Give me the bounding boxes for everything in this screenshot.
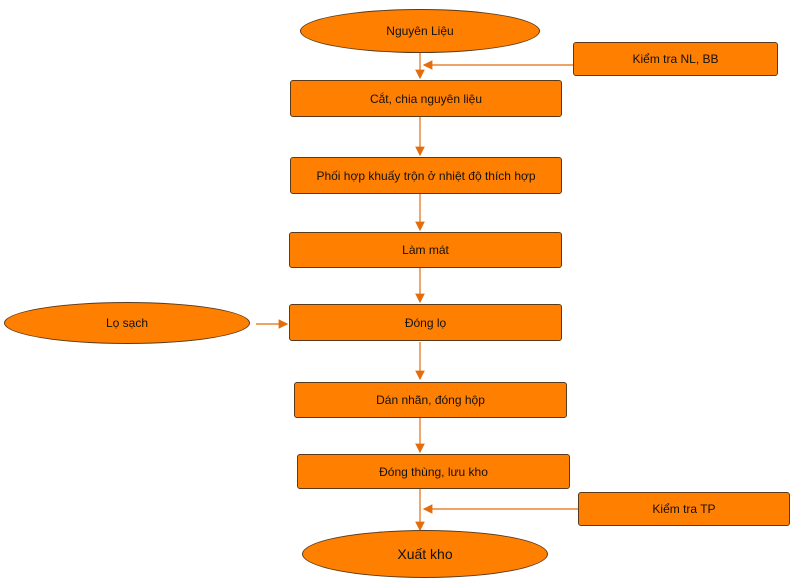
node-pack-label: Đóng thùng, lưu kho: [379, 464, 488, 479]
node-clean-jar-label: Lọ sạch: [105, 316, 149, 330]
node-export-label: Xuất kho: [397, 546, 453, 562]
node-check-raw-label: Kiểm tra NL, BB: [632, 52, 719, 66]
node-raw-material: Nguyên Liệu: [300, 9, 540, 53]
node-check-product: Kiểm tra TP: [578, 492, 790, 526]
node-check-raw: Kiểm tra NL, BB: [573, 42, 778, 76]
node-check-product-label: Kiểm tra TP: [652, 502, 716, 516]
node-pack: Đóng thùng, lưu kho: [297, 454, 570, 489]
node-mix-label: Phối hợp khuấy trộn ở nhiệt độ thích hợp: [316, 168, 536, 183]
node-cool-label: Làm mát: [402, 243, 449, 257]
node-clean-jar: Lọ sạch: [4, 302, 250, 344]
node-label-box-label: Dán nhãn, đóng hộp: [376, 393, 485, 407]
node-cut: Cắt, chia nguyên liệu: [290, 80, 562, 117]
node-mix: Phối hợp khuấy trộn ở nhiệt độ thích hợp: [290, 157, 562, 194]
node-raw-material-label: Nguyên Liệu: [386, 24, 454, 38]
node-bottling-label: Đóng lọ: [404, 315, 447, 330]
node-cut-label: Cắt, chia nguyên liệu: [369, 91, 483, 106]
node-export: Xuất kho: [302, 530, 548, 578]
node-cool: Làm mát: [289, 232, 562, 268]
node-bottling: Đóng lọ: [289, 304, 562, 341]
node-label-box: Dán nhãn, đóng hộp: [294, 382, 567, 418]
